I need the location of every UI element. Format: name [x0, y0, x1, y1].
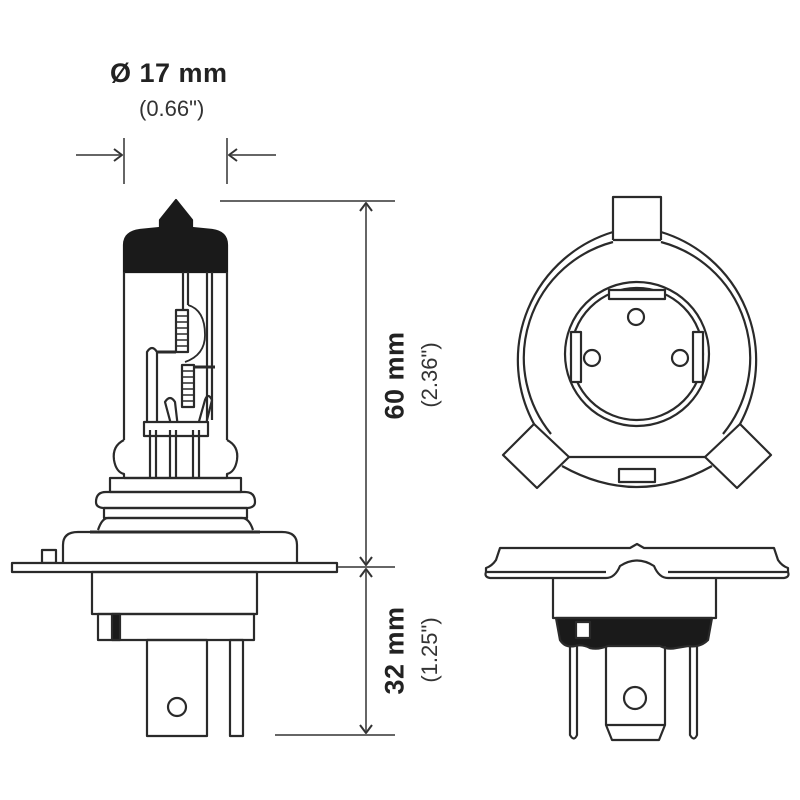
- bulb-base: [10, 476, 339, 738]
- base-height-label: 32 mm: [379, 606, 410, 695]
- diameter-inch-label: (0.66"): [139, 96, 205, 121]
- diameter-dimension: [76, 138, 276, 184]
- base-side-view: [484, 542, 790, 742]
- height-dimensions: [220, 200, 395, 736]
- glass-height-label: 60 mm: [379, 331, 410, 420]
- glass-height-inch-label: (2.36"): [417, 342, 442, 408]
- diameter-label: Ø 17 mm: [110, 58, 228, 88]
- base-height-inch-label: (1.25"): [417, 617, 442, 683]
- top-view: [501, 195, 773, 490]
- bulb-glass: [112, 198, 239, 480]
